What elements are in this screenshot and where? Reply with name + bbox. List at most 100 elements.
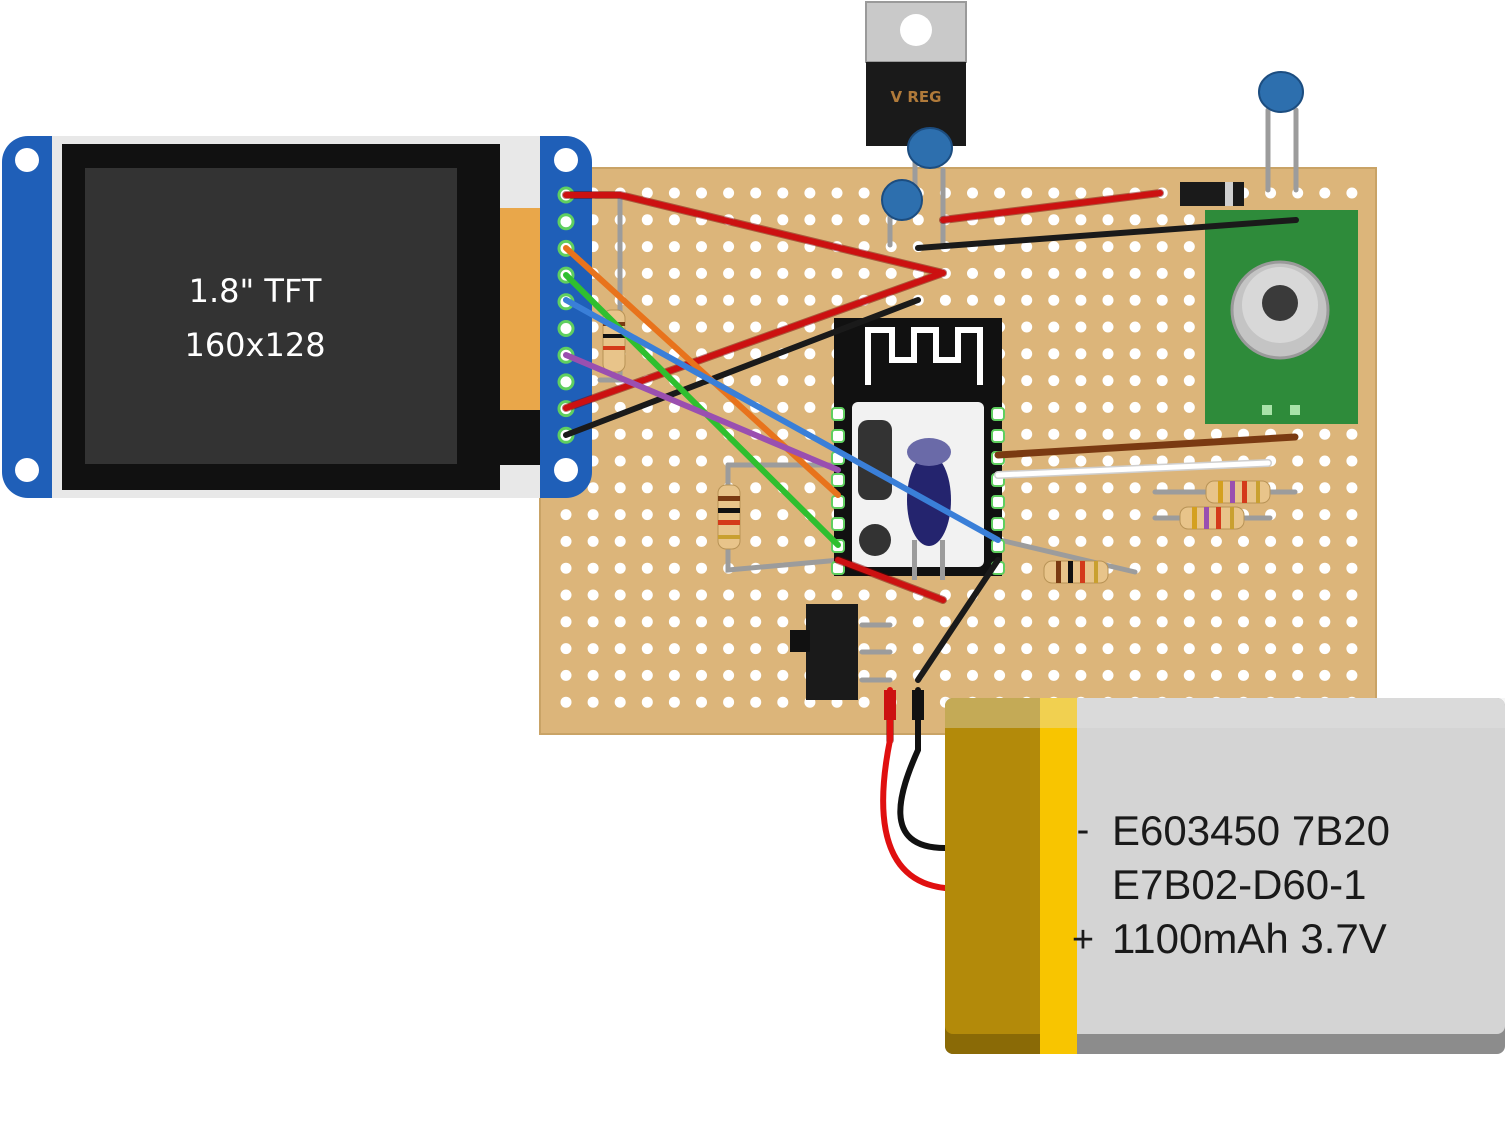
perfboard-hole: [723, 616, 735, 628]
perfboard-hole: [1075, 428, 1087, 440]
perfboard-hole: [614, 616, 626, 628]
perfboard-hole: [1048, 348, 1060, 360]
perfboard-hole: [668, 589, 680, 601]
tft-mount-hole-bl: [15, 458, 39, 482]
perfboard-hole: [1156, 589, 1168, 601]
perfboard-hole: [1075, 669, 1087, 681]
perfboard-hole: [668, 562, 680, 574]
perfboard-hole: [1265, 616, 1277, 628]
sensor-window: [1262, 285, 1298, 321]
perfboard-hole: [777, 669, 789, 681]
perfboard-hole: [560, 589, 572, 601]
perfboard-hole: [1183, 669, 1195, 681]
perfboard-hole: [804, 401, 816, 413]
perfboard-hole: [723, 375, 735, 387]
perfboard-hole: [668, 509, 680, 521]
perfboard-hole: [641, 562, 653, 574]
perfboard-hole: [1129, 669, 1141, 681]
perfboard-hole: [696, 267, 707, 279]
perfboard-hole: [641, 455, 653, 467]
ir-temperature-sensor: [1205, 210, 1358, 424]
perfboard-hole: [858, 267, 870, 279]
perfboard-hole: [1102, 669, 1114, 681]
tft-flex-connector: [500, 410, 540, 465]
voltage-regulator: V REG: [865, 1, 967, 146]
perfboard-hole: [1102, 482, 1114, 494]
sensor-pad-1: [1262, 405, 1272, 415]
perfboard-hole: [1048, 241, 1060, 253]
perfboard-hole: [1102, 294, 1114, 306]
slide-switch[interactable]: [790, 604, 858, 700]
perfboard-hole: [967, 616, 978, 628]
wire-red-2: [563, 270, 946, 411]
perfboard-hole: [1129, 241, 1141, 253]
perfboard-hole: [1265, 643, 1277, 655]
perfboard-hole: [587, 696, 599, 708]
perfboard-hole: [1292, 455, 1304, 467]
perfboard-hole: [1210, 616, 1222, 628]
perfboard-hole: [668, 455, 680, 467]
perfboard-hole: [777, 535, 789, 547]
perfboard-hole: [668, 294, 680, 306]
perfboard-hole: [1319, 669, 1331, 681]
perfboard-hole: [1319, 589, 1331, 601]
perfboard-hole: [1346, 509, 1358, 521]
perfboard-hole: [1075, 643, 1087, 655]
perfboard-hole: [1075, 535, 1087, 547]
perfboard-hole: [1075, 321, 1087, 333]
perfboard-hole: [1265, 535, 1277, 547]
perfboard-hole: [1156, 348, 1168, 360]
perfboard-hole: [750, 616, 762, 628]
perfboard-hole: [1346, 535, 1358, 547]
perfboard-hole: [1048, 375, 1060, 387]
battery-leads: [880, 687, 948, 891]
perfboard-hole: [560, 535, 572, 547]
perfboard-hole: [1346, 428, 1358, 440]
perfboard-hole: [1129, 589, 1141, 601]
perfboard-hole: [641, 482, 653, 494]
esp-pad: [991, 517, 1005, 531]
perfboard-hole: [1048, 669, 1060, 681]
perfboard-hole: [750, 482, 762, 494]
wire-brown: [994, 433, 1299, 459]
perfboard-hole: [994, 267, 1006, 279]
perfboard-hole: [641, 589, 653, 601]
battery-label-capacity: 1100mAh 3.7V: [1112, 915, 1387, 962]
perfboard-hole: [641, 616, 653, 628]
perfboard-hole: [1129, 401, 1141, 413]
switch-lever[interactable]: [790, 630, 810, 652]
perfboard-hole: [696, 696, 707, 708]
perfboard-hole: [696, 241, 707, 253]
perfboard-hole: [1319, 535, 1331, 547]
perfboard-hole: [1102, 401, 1114, 413]
perfboard-hole: [1075, 616, 1087, 628]
perfboard-hole: [1021, 643, 1033, 655]
perfboard-hole: [614, 509, 626, 521]
perfboard-hole: [587, 482, 599, 494]
perfboard-hole: [614, 535, 626, 547]
perfboard-hole: [668, 535, 680, 547]
perfboard-hole: [994, 643, 1006, 655]
perfboard-hole: [668, 482, 680, 494]
perfboard-hole: [777, 589, 789, 601]
perfboard-hole: [1292, 535, 1304, 547]
vreg-heatsink-hole: [900, 14, 932, 46]
perfboard-hole: [723, 241, 735, 253]
electrolytic-cap-leg-1: [912, 540, 917, 580]
perfboard-hole: [1210, 562, 1222, 574]
perfboard-hole: [1210, 669, 1222, 681]
resistor-3: [1043, 560, 1109, 584]
perfboard-hole: [1075, 214, 1087, 226]
perfboard-hole: [1102, 214, 1114, 226]
perfboard-hole: [1021, 375, 1033, 387]
perfboard-hole: [750, 348, 762, 360]
perfboard-hole: [1075, 375, 1087, 387]
perfboard-hole: [1156, 669, 1168, 681]
perfboard-hole: [1102, 535, 1114, 547]
perfboard-hole: [1021, 455, 1033, 467]
tft-screen: [85, 168, 457, 464]
perfboard-hole: [1265, 669, 1277, 681]
perfboard-hole: [750, 267, 762, 279]
perfboard-hole: [1183, 321, 1195, 333]
perfboard-hole: [614, 455, 626, 467]
